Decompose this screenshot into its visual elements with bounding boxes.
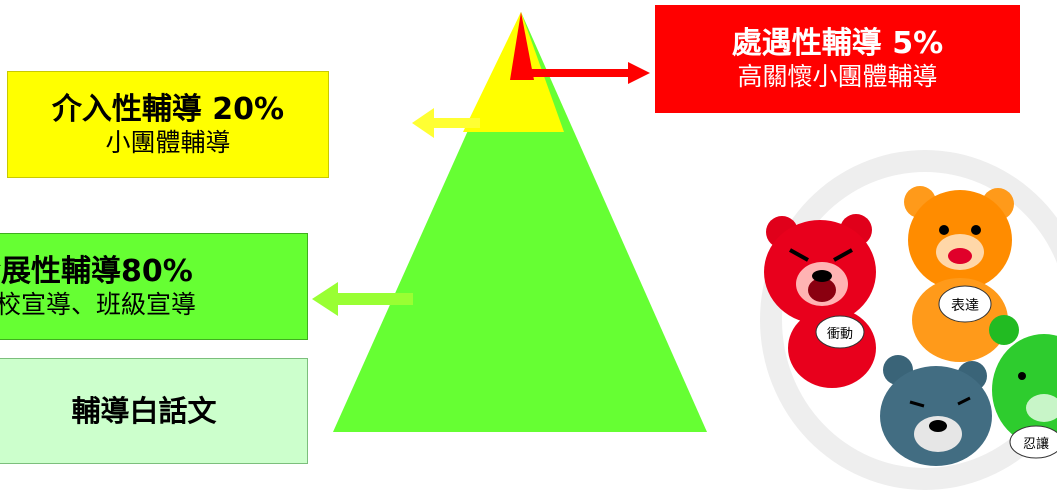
green-bear-label: 忍讓 <box>1023 436 1049 452</box>
red-bear-label: 衝動 <box>827 327 853 342</box>
arrow-to-tertiary <box>530 62 650 84</box>
orange-bear: 表達 <box>904 186 1014 362</box>
plain-text-guidance-box[interactable]: 輔導白話文 <box>0 358 308 464</box>
tertiary-guidance-box: 處遇性輔導 5% 高關懷小團體輔導 <box>655 5 1020 113</box>
secondary-guidance-box: 介入性輔導 20% 小團體輔導 <box>7 71 329 178</box>
red-bear: 衝動 <box>764 214 876 388</box>
orange-bear-label: 表達 <box>951 298 979 314</box>
arrow-to-secondary <box>412 108 480 138</box>
blue-bear <box>880 355 992 466</box>
secondary-subtitle: 小團體輔導 <box>105 127 231 157</box>
bear-illustration: 表達 衝動 忍讓 <box>764 186 1057 466</box>
pyramid-base-tier <box>333 12 707 432</box>
primary-title: 發展性輔導80% <box>0 253 193 289</box>
green-bear: 忍讓 <box>989 315 1057 459</box>
primary-subtitle: 全校宣導、班級宣導 <box>0 289 197 319</box>
pyramid-top-tier <box>510 12 534 80</box>
tertiary-title: 處遇性輔導 5% <box>731 26 944 61</box>
primary-guidance-box: 發展性輔導80% 全校宣導、班級宣導 <box>0 233 308 340</box>
tertiary-subtitle: 高關懷小團體輔導 <box>737 62 938 91</box>
arrow-to-primary <box>312 282 413 316</box>
secondary-title: 介入性輔導 20% <box>51 91 285 127</box>
plain-text-label: 輔導白話文 <box>71 394 217 428</box>
pyramid-diagram <box>312 12 707 432</box>
